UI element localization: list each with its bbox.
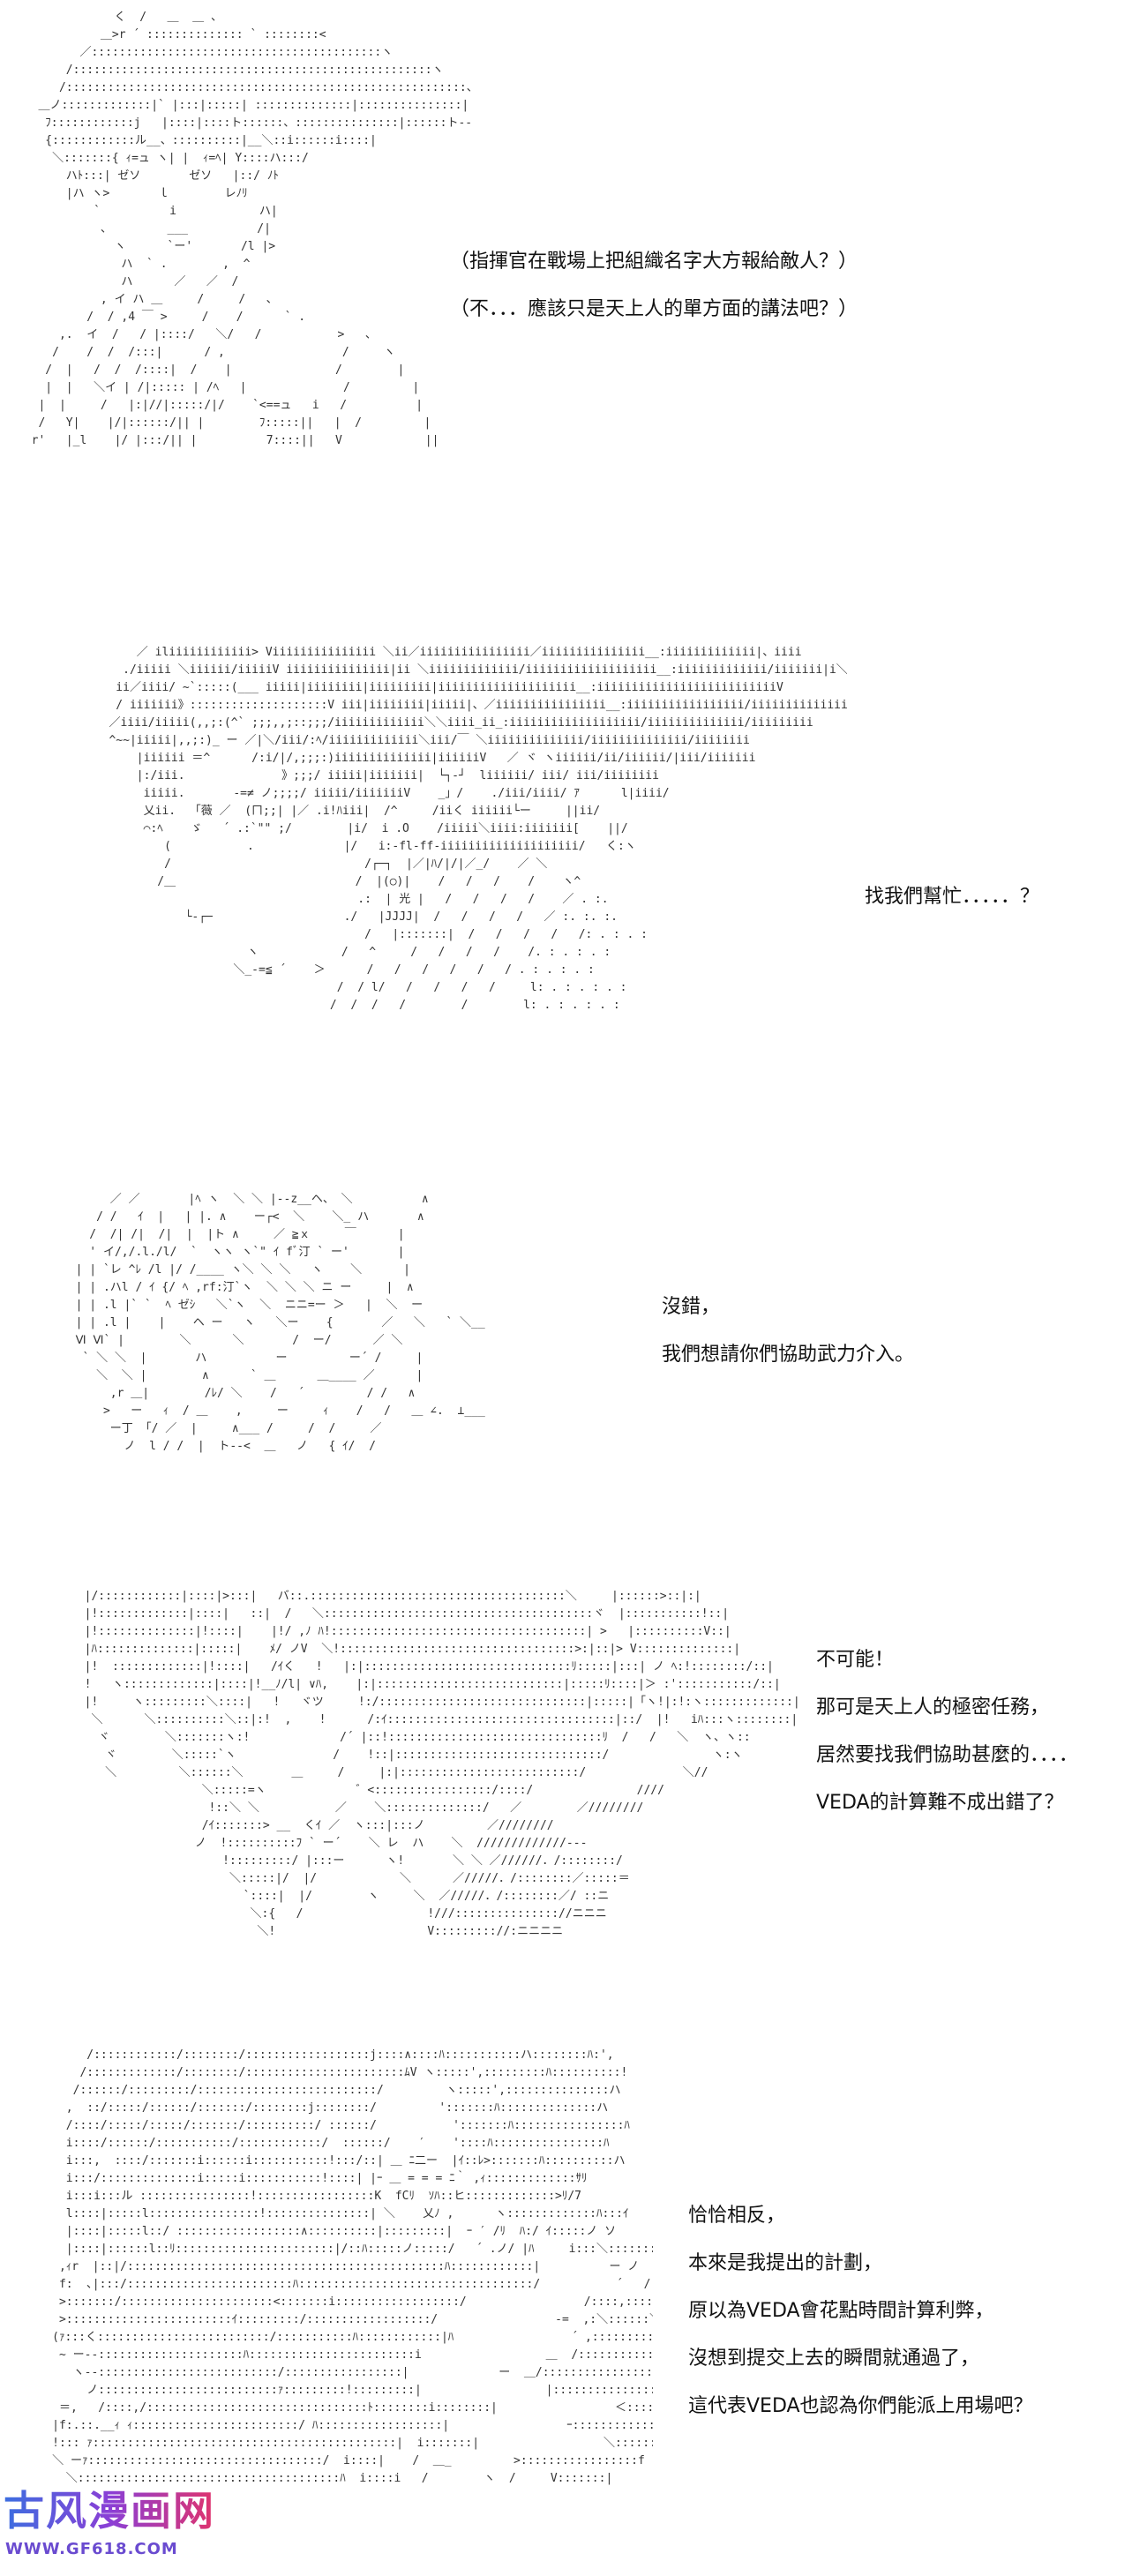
dialogue-line: 我們想請你們協助武力介入。 — [662, 1344, 915, 1366]
dialogue-line: 恰恰相反， — [688, 2205, 786, 2227]
ascii-art-figure-3: ／ ／ |ﾍ ヽ ＼ ＼ |--z__ヘ、 ＼ ∧ / / ｲ | | |. ∧… — [75, 1193, 485, 1453]
ascii-art-figure-5: /::::::::::::/::::::::/:::::::::::::::::… — [52, 2048, 653, 2485]
dialogue-line: VEDA的計算難不成出錯了？ — [816, 1792, 1064, 1814]
dialogue-box-3: 沒錯， 我們想請你們協助武力介入。 — [662, 1284, 914, 1379]
ascii-art-figure-1: く / ＿ ＿ 、 ＿>r ´ :::::::::::::: ` :::::::… — [31, 11, 476, 447]
dialogue-line: （不．．．應該只是天上人的單方面的講法吧？） — [450, 298, 858, 320]
dialogue-box-1: （指揮官在戰場上把組織名字大方報給敵人？） （不．．．應該只是天上人的單方面的講… — [450, 238, 858, 333]
dialogue-line: 沒想到提交上去的瞬間就通過了， — [688, 2348, 980, 2370]
panel-2: ／ iliiiiiiiiiiii> Viiiiiiiiiiiiiii ＼ii／i… — [0, 635, 1147, 1182]
panel-4: |/::::::::::::|::::|>:::| バ::.::::::::::… — [0, 1579, 1147, 2029]
ascii-art-figure-2: ／ iliiiiiiiiiiii> Viiiiiiiiiiiiiii ＼ii／i… — [109, 646, 847, 1012]
site-watermark: 古风漫画网 WWW.GF618.COM — [0, 2483, 214, 2572]
dialogue-box-2: 找我們幫忙．．．．．？ — [865, 873, 1039, 921]
dialogue-line: （指揮官在戰場上把組織名字大方報給敵人？） — [450, 251, 858, 273]
dialogue-line: 找我們幫忙．．．．．？ — [865, 886, 1040, 908]
watermark-url: WWW.GF618.COM — [5, 2540, 178, 2558]
watermark-title: 古风漫画网 — [4, 2483, 215, 2538]
dialogue-line: 不可能！ — [816, 1649, 895, 1671]
dialogue-box-5: 恰恰相反， 本來是我提出的計劃， 原以為VEDA會花點時間計算利弊， 沒想到提交… — [688, 2192, 1033, 2430]
ascii-art-figure-4: |/::::::::::::|::::|>:::| バ::.::::::::::… — [84, 1590, 800, 1938]
dialogue-line: 這代表VEDA也認為你們能派上用場吧？ — [688, 2395, 1033, 2417]
panel-3: ／ ／ |ﾍ ヽ ＼ ＼ |--z__ヘ、 ＼ ∧ / / ｲ | | |. ∧… — [0, 1182, 1147, 1570]
dialogue-line: 那可是天上人的極密任務， — [816, 1696, 1050, 1719]
panel-1: く / ＿ ＿ 、 ＿>r ´ :::::::::::::: ` :::::::… — [0, 0, 1147, 618]
dialogue-line: 本來是我提出的計劃， — [688, 2252, 883, 2274]
panel-5: /::::::::::::/::::::::/:::::::::::::::::… — [0, 2038, 1147, 2576]
dialogue-line: 原以為VEDA會花點時間計算利弊， — [688, 2300, 994, 2322]
dialogue-line: 沒錯， — [662, 1296, 721, 1318]
dialogue-box-4: 不可能！ 那可是天上人的極密任務， 居然要找我們協助甚麼的．．．． VEDA的計… — [816, 1636, 1078, 1827]
dialogue-line: 居然要找我們協助甚麼的．．．． — [816, 1744, 1079, 1766]
